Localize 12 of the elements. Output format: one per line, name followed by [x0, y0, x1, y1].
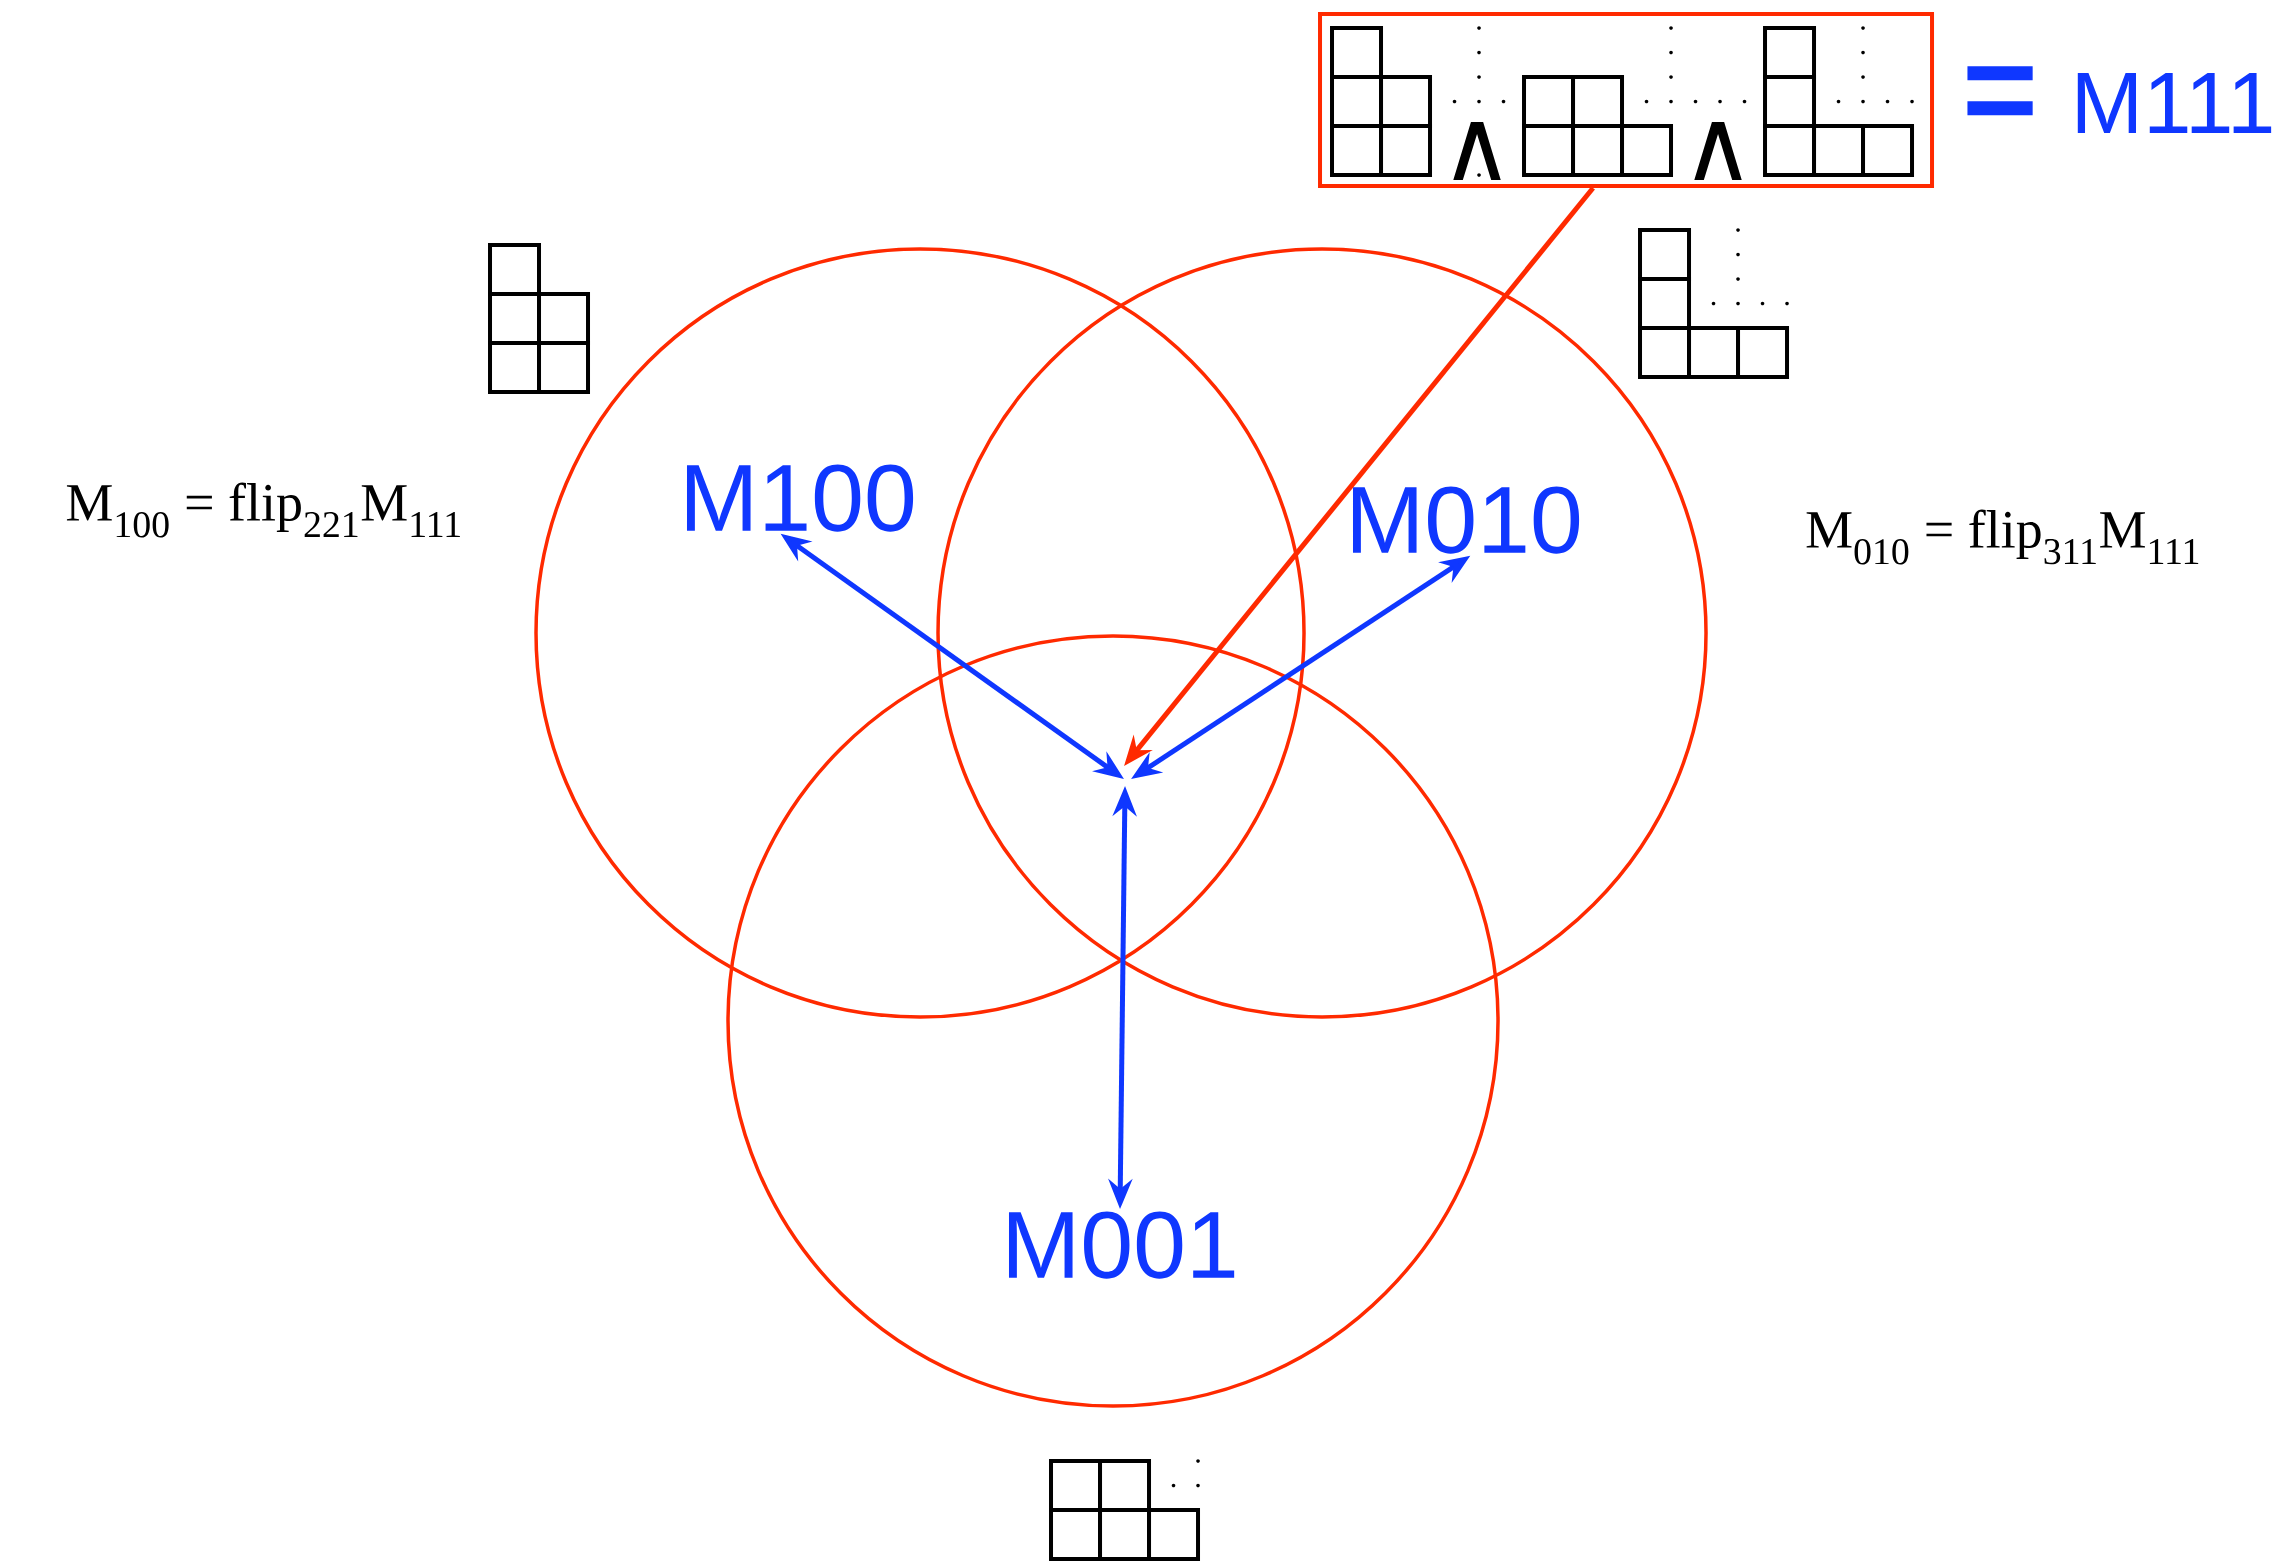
wedge-symbol: ∧	[1694, 122, 1742, 180]
venn-circle	[726, 634, 1500, 1408]
matrix-label: M111	[2077, 73, 2272, 133]
matrix-label: M001	[1009, 1211, 1235, 1279]
equation: M$_{100}$ = flip$_{221}$M$_{111}$	[66, 482, 460, 538]
matrix-label: M100	[687, 464, 914, 532]
wedge-symbol: ∧	[1453, 122, 1501, 180]
matrix-label: M010	[1353, 486, 1580, 554]
venn-circle	[534, 247, 1306, 1019]
equals-sign: =	[1967, 66, 2033, 116]
venn-circle	[936, 247, 1708, 1019]
equation: M$_{010}$ = flip$_{311}$M$_{111}$	[1806, 509, 2199, 565]
